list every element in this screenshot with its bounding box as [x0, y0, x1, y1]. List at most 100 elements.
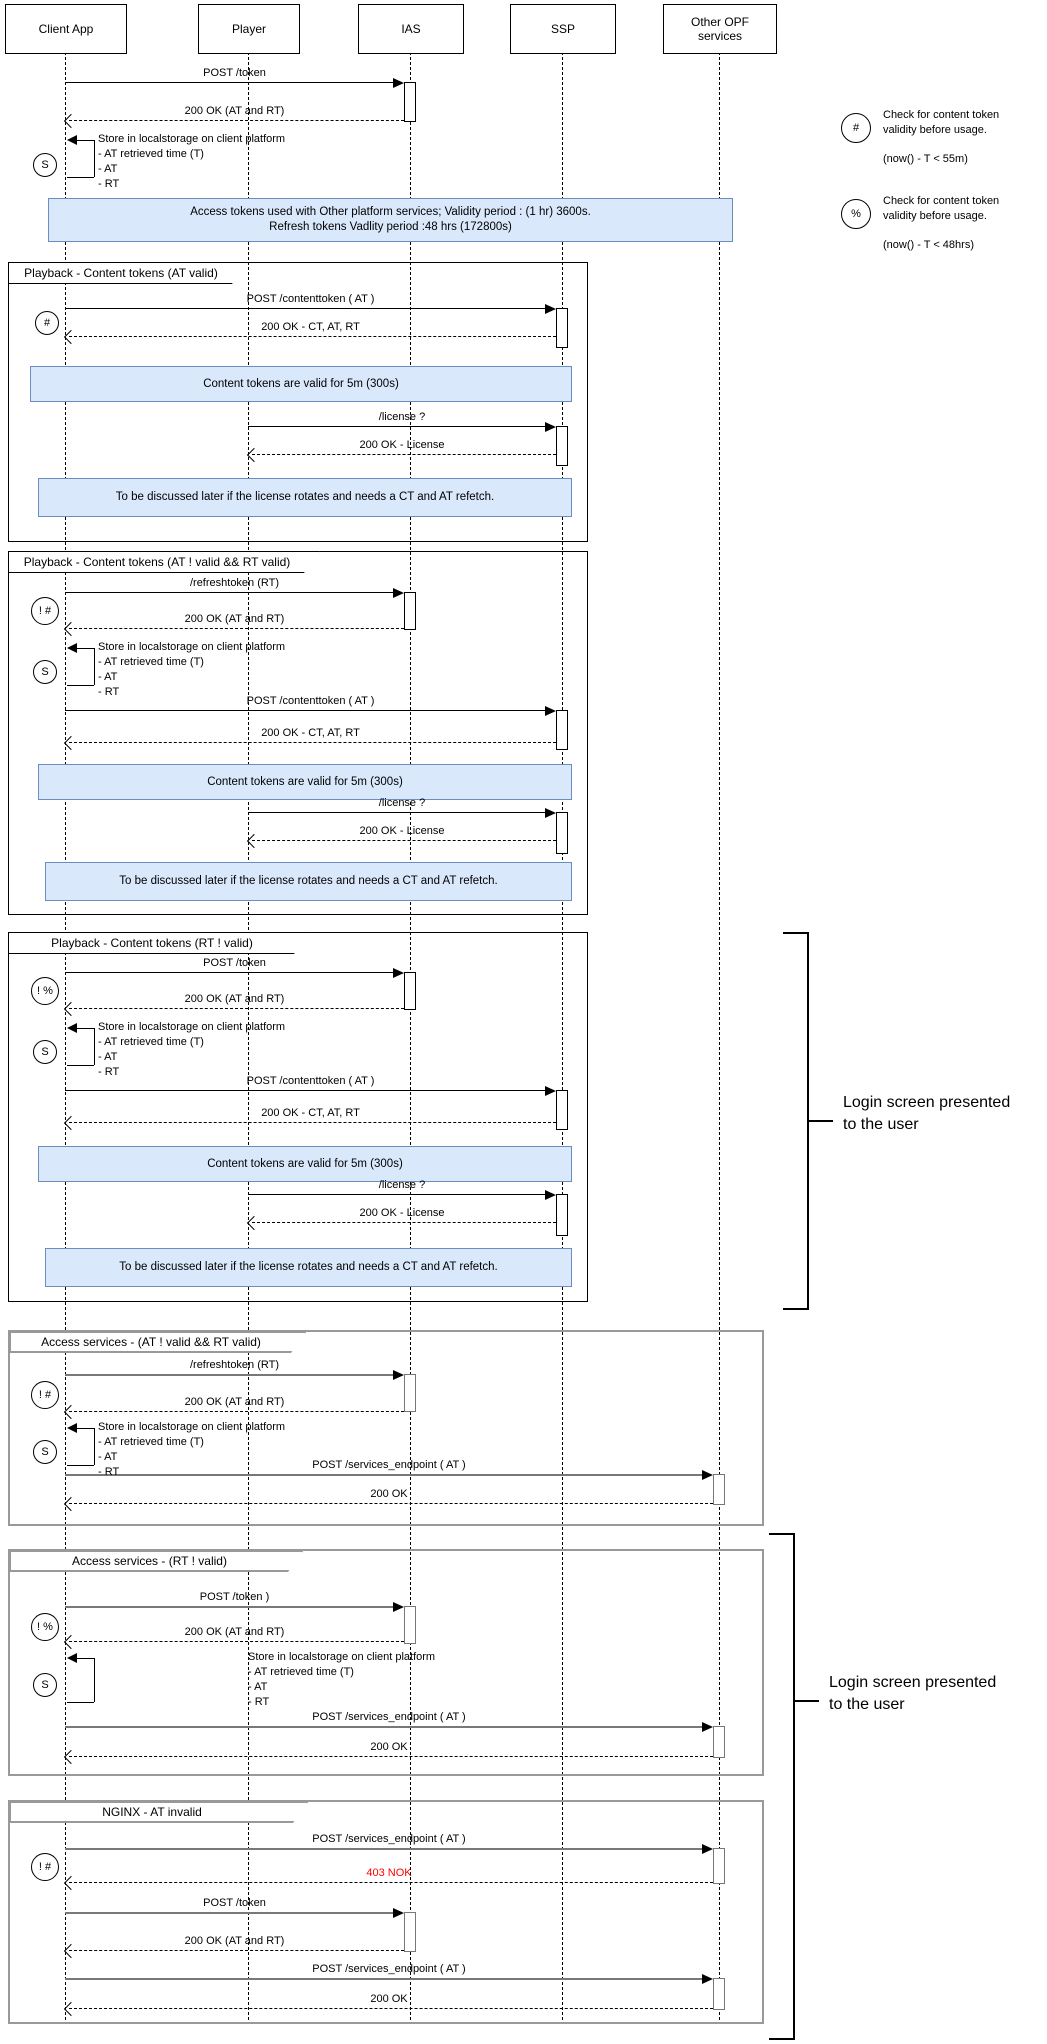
message-label: 200 OK (AT and RT)	[184, 1626, 285, 1638]
note: Content tokens are valid for 5m (300s)	[38, 764, 572, 800]
activation-bar	[713, 1726, 725, 1758]
sequence-frame-1: Playback - Content tokens (AT valid)	[8, 262, 588, 542]
participant-player: Player	[198, 4, 300, 54]
message-line	[69, 336, 556, 337]
legend-text: Check for content token validity before u…	[883, 194, 999, 224]
message-line	[65, 1848, 704, 1850]
message-line	[65, 82, 395, 83]
activation-bar	[713, 1474, 725, 1505]
lifeline-player	[248, 52, 249, 2020]
note: To be discussed later if the license rot…	[45, 1248, 572, 1287]
note: Content tokens are valid for 5m (300s)	[30, 366, 572, 402]
activation-bar	[556, 1194, 568, 1236]
message-label: 200 OK - CT, AT, RT	[261, 727, 360, 739]
message-label: POST /contenttoken ( AT )	[246, 293, 375, 305]
self-message-text-line: Store in localstorage on client platform	[248, 1651, 436, 1663]
note-line: Content tokens are valid for 5m (300s)	[207, 775, 403, 788]
message-label: /license ?	[378, 411, 426, 423]
note-line: To be discussed later if the license rot…	[119, 875, 498, 887]
self-message-text-line: - AT	[98, 1051, 118, 1063]
note-line: To be discussed later if the license rot…	[115, 491, 495, 503]
hash-check-circle-icon: ! #	[31, 1853, 59, 1881]
message-label: /license ?	[378, 1179, 426, 1191]
self-message-label: Store in localstorage on client platform…	[98, 132, 285, 192]
message-line	[69, 1122, 556, 1123]
activation-bar	[713, 1978, 725, 2010]
activation-bar	[404, 82, 416, 122]
message-label: POST /token	[203, 957, 266, 969]
filled-arrowhead-icon	[67, 135, 77, 145]
self-message-label: Store in localstorage on client platform…	[98, 1020, 285, 1080]
participant-label: Player	[231, 22, 266, 36]
hash-check-circle-icon: ! #	[31, 1381, 59, 1409]
filled-arrowhead-icon	[393, 1908, 404, 1918]
self-message-label: Store in localstorage on client platform…	[248, 1650, 435, 1710]
lifeline-ias	[410, 52, 411, 2020]
message-line	[69, 1503, 713, 1504]
filled-arrowhead-icon	[67, 643, 77, 653]
annotation-bracket	[783, 932, 807, 934]
self-message-line	[67, 1065, 94, 1066]
frame-title: Playback - Content tokens (AT valid)	[8, 262, 248, 284]
message-label: 200 OK	[370, 1741, 408, 1753]
note: Content tokens are valid for 5m (300s)	[38, 1146, 572, 1182]
participant-label: Other OPF services	[690, 15, 749, 43]
percent-check-circle-icon: ! %	[31, 1613, 59, 1641]
activation-bar	[556, 710, 568, 750]
legend-text-line: Check for content token	[883, 109, 1000, 121]
message-line	[69, 1950, 404, 1951]
filled-arrowhead-icon	[702, 1722, 713, 1732]
message-line	[69, 1411, 404, 1412]
self-message-text-line: - AT	[98, 671, 118, 683]
message-label: 403 NOK	[366, 1867, 412, 1879]
self-message-text-line: - AT retrieved time (T)	[98, 148, 204, 160]
activation-bar	[556, 812, 568, 854]
self-message-line	[76, 1658, 94, 1659]
message-label: 200 OK - License	[359, 825, 445, 837]
message-line	[65, 1912, 395, 1914]
note: To be discussed later if the license rot…	[45, 862, 572, 901]
sequence-frame-3: Playback - Content tokens (RT ! valid)	[8, 932, 588, 1302]
message-line	[65, 972, 395, 973]
frame-title: Playback - Content tokens (AT ! valid &&…	[8, 551, 320, 573]
activation-bar	[404, 1606, 416, 1644]
message-line	[69, 1008, 404, 1009]
participant-client-app: Client App	[5, 4, 127, 54]
annotation-bracket	[807, 1120, 833, 1122]
legend-text-line: validity before usage.	[883, 124, 987, 136]
legend-text-line: Check for content token	[883, 195, 1000, 207]
note-line: Content tokens are valid for 5m (300s)	[203, 377, 399, 390]
message-line	[69, 120, 404, 121]
self-message-text-line: - AT retrieved time (T)	[98, 1036, 204, 1048]
legend-text-line: validity before usage.	[883, 210, 987, 222]
message-line	[65, 308, 547, 309]
note-line: Access tokens used with Other platform s…	[190, 206, 591, 218]
self-message-text-line: - RT	[248, 1696, 270, 1708]
message-line	[248, 426, 547, 427]
frame-title: NGINX - AT invalid	[9, 1801, 309, 1823]
activation-bar	[404, 972, 416, 1010]
store-state-circle-icon: S	[33, 660, 57, 684]
legend-text: Check for content token validity before u…	[883, 108, 999, 138]
self-message-line	[94, 648, 95, 685]
message-label: 200 OK (AT and RT)	[184, 1396, 285, 1408]
filled-arrowhead-icon	[67, 1423, 77, 1433]
filled-arrowhead-icon	[393, 78, 404, 88]
sequence-frame-5: Access services - (RT ! valid)	[8, 1549, 764, 1776]
message-label: 200 OK	[370, 1488, 408, 1500]
filled-arrowhead-icon	[545, 706, 556, 716]
self-message-line	[67, 1702, 94, 1703]
message-line	[65, 592, 395, 593]
message-label: 200 OK - License	[359, 1207, 445, 1219]
sequence-frame-4: Access services - (AT ! valid && RT vali…	[8, 1330, 764, 1526]
filled-arrowhead-icon	[702, 1974, 713, 1984]
activation-bar	[404, 1912, 416, 1952]
filled-arrowhead-icon	[702, 1844, 713, 1854]
filled-arrowhead-icon	[702, 1470, 713, 1480]
lifeline-client-app	[65, 52, 66, 2020]
message-line	[69, 1882, 713, 1883]
frame-title: Access services - (AT ! valid && RT vali…	[9, 1331, 307, 1353]
self-message-label: Store in localstorage on client platform…	[98, 640, 285, 700]
message-line	[69, 1641, 404, 1642]
